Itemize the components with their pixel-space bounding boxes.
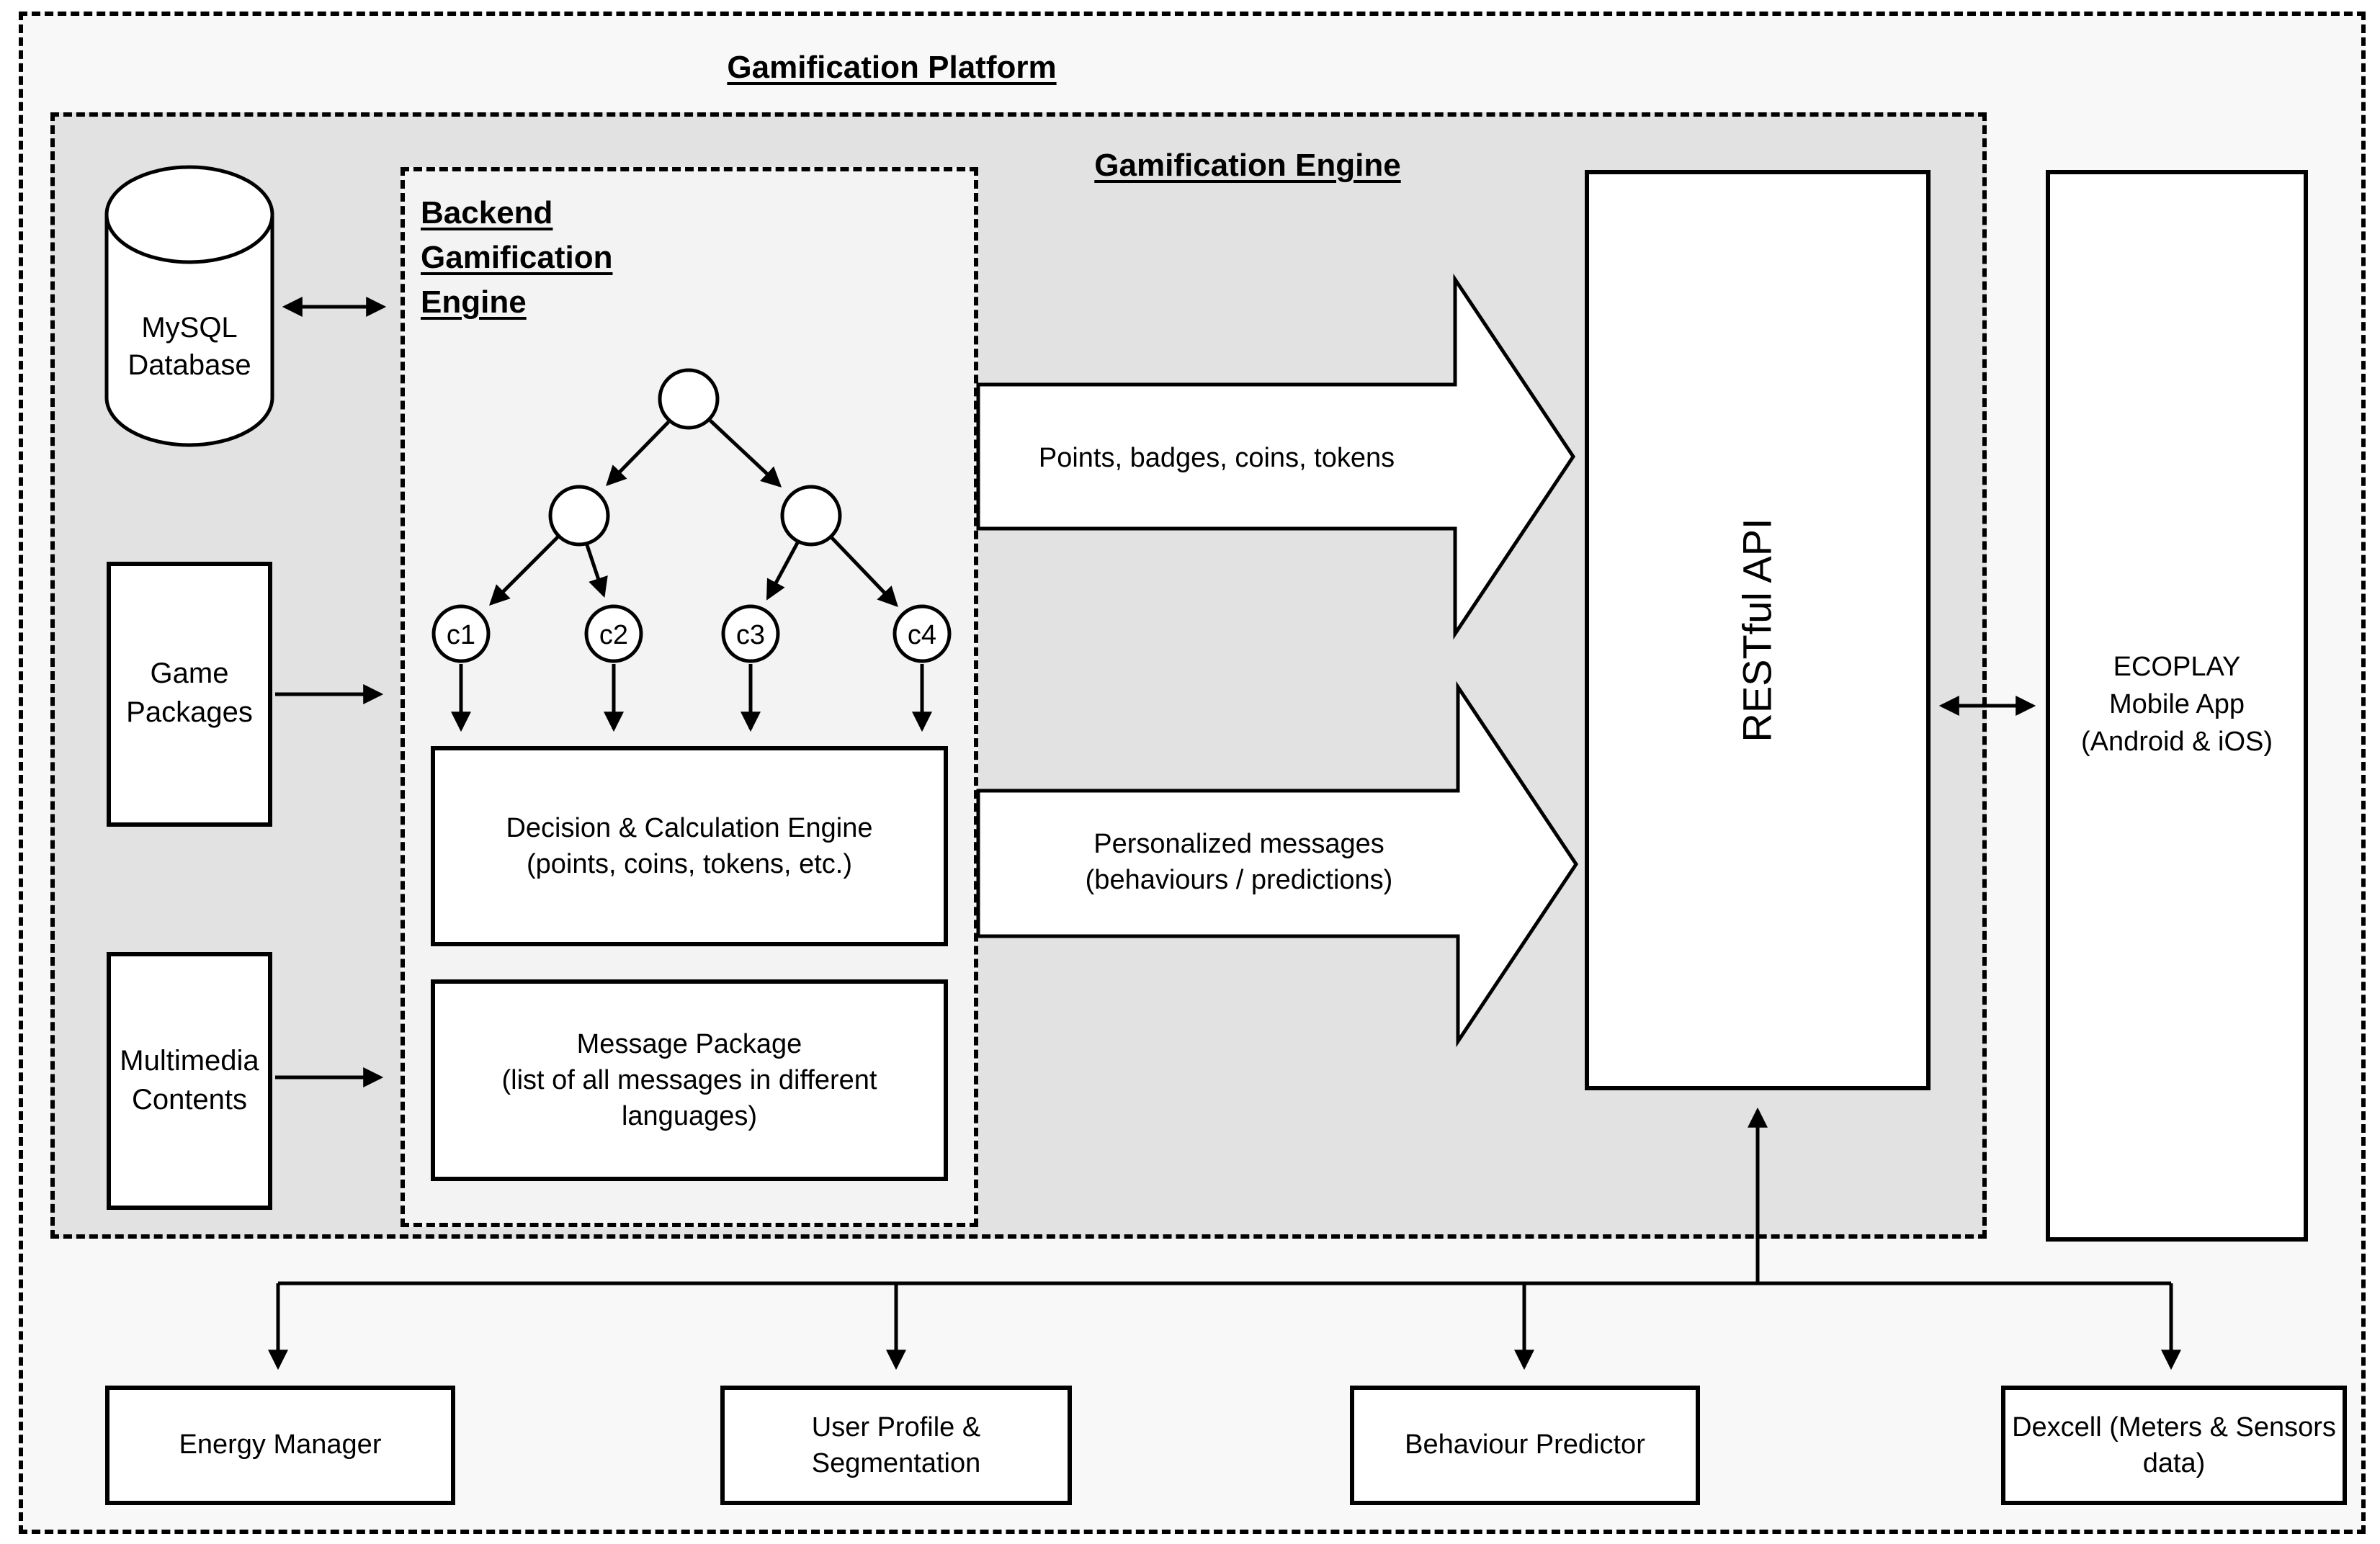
tree-edge-root-left — [606, 421, 670, 487]
dexcell-label2: data) — [2142, 1448, 2206, 1478]
personalized-flow-label: Personalized messages (behaviours / pred… — [994, 827, 1484, 899]
user-profile-label: User Profile & — [811, 1412, 981, 1442]
behaviour-predictor-label: Behaviour Predictor — [1405, 1430, 1645, 1460]
tree-edge-l-c1 — [489, 534, 560, 606]
message-package-line3: languages) — [621, 1101, 758, 1131]
tree-node-c1-label: c1 — [447, 620, 475, 650]
tree-root-node — [658, 368, 720, 430]
message-package-box: Message Package (list of all messages in… — [431, 979, 948, 1181]
game-packages-box: Game Packages — [107, 562, 272, 827]
integration-bus — [268, 1107, 2181, 1370]
personalized-flow-line2: (behaviours / predictions) — [1085, 866, 1393, 896]
tree-node-c4 — [892, 604, 952, 663]
ecoplay-label: ECOPLAY — [2113, 652, 2241, 683]
tree-edge-r-c4 — [830, 536, 898, 608]
dexcell-box: Dexcell (Meters & Sensors data) — [2001, 1386, 2347, 1505]
tree-node-c3-label: c3 — [736, 620, 765, 650]
decision-engine-subtitle: (points, coins, tokens, etc.) — [527, 849, 852, 879]
ecoplay-mobile-app-box: ECOPLAY Mobile App (Android & iOS) — [2046, 170, 2308, 1242]
tree-edge-r-c3 — [766, 540, 800, 601]
backend-engine-title: Backend Gamification Engine — [421, 190, 853, 324]
tree-edge-root-right — [709, 419, 782, 488]
tree-node-c4-label: c4 — [908, 620, 936, 650]
dexcell-label: Dexcell (Meters & Sensors — [2012, 1412, 2336, 1442]
platform-title: Gamification Platform — [727, 49, 1057, 85]
multimedia-contents-box: Multimedia Contents — [107, 952, 272, 1210]
user-profile-segmentation-box: User Profile & Segmentation — [720, 1386, 1072, 1505]
user-profile-label2: Segmentation — [811, 1448, 981, 1478]
energy-manager-label: Energy Manager — [179, 1430, 382, 1460]
tree-node-c1 — [431, 604, 491, 663]
ecoplay-label2: Mobile App — [2108, 690, 2245, 720]
points-flow-label: Points, badges, coins, tokens — [1038, 444, 1395, 474]
points-flow-arrow — [976, 273, 1576, 640]
ecoplay-label3: (Android & iOS) — [2080, 727, 2273, 758]
decision-calculation-engine-box: Decision & Calculation Engine (points, c… — [431, 746, 948, 946]
mysql-label-line1: MySQL — [141, 313, 238, 344]
backend-title-line1: Backend — [421, 194, 553, 230]
personalized-flow-arrow — [976, 681, 1579, 1048]
tree-node-c2-label: c2 — [599, 620, 628, 650]
behaviour-predictor-box: Behaviour Predictor — [1350, 1386, 1700, 1505]
tree-node-c3 — [721, 604, 780, 663]
game-packages-label2: Packages — [126, 697, 253, 729]
tree-right-node — [780, 485, 842, 547]
tree-edge-l-c2 — [584, 542, 608, 598]
energy-manager-box: Energy Manager — [105, 1386, 455, 1505]
mysql-label-line2: Database — [128, 350, 251, 382]
restful-api-box: RESTful API — [1585, 170, 1931, 1090]
message-package-line2: (list of all messages in different — [501, 1065, 877, 1095]
engine-title: Gamification Engine — [1094, 147, 1401, 183]
decision-tree: c1 c2 c3 c4 — [431, 368, 952, 732]
backend-title-line2: Gamification — [421, 239, 613, 275]
message-package-title: Message Package — [576, 1029, 802, 1059]
game-packages-label: Game — [150, 658, 229, 690]
tree-node-c2 — [584, 604, 643, 663]
mysql-database-label: MySQL Database — [107, 310, 272, 385]
personalized-flow-line1: Personalized messages — [1093, 830, 1384, 860]
multimedia-label2: Contents — [131, 1084, 248, 1116]
decision-engine-title: Decision & Calculation Engine — [506, 813, 873, 843]
backend-title-line3: Engine — [421, 284, 527, 320]
multimedia-label: Multimedia — [120, 1045, 259, 1077]
tree-left-node — [548, 485, 610, 547]
mysql-database-cylinder — [104, 165, 274, 447]
